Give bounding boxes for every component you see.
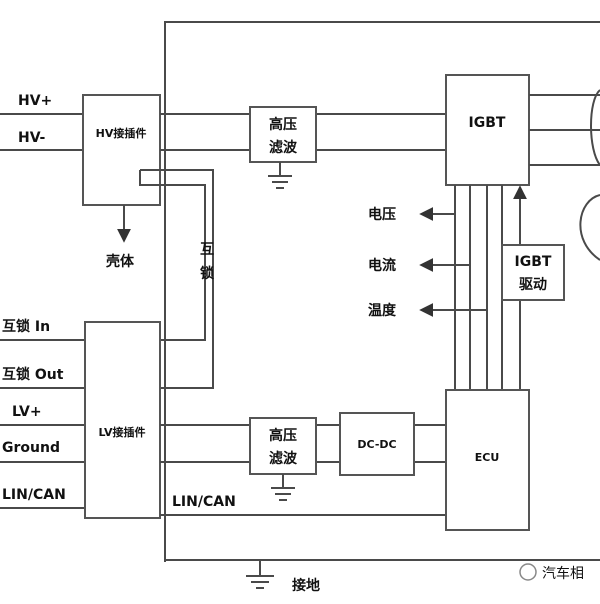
hv-filter-top-box (249, 106, 317, 163)
hv-connector-box (82, 94, 161, 206)
motor-arc-bottom (579, 194, 600, 261)
interlock-char-1: 互 (200, 242, 214, 258)
wechat-logo-icon (519, 563, 537, 581)
ecu-label: ECU (475, 451, 500, 464)
igbt-driver-box (501, 244, 565, 301)
hv-filter-bottom-line2: 滤波 (269, 450, 298, 467)
hv-neg-label: HV- (18, 130, 46, 146)
hv-filter-top-line2: 滤波 (269, 139, 298, 156)
igbt-label: IGBT (469, 115, 506, 131)
dcdc-box (339, 412, 415, 476)
interlock-out-label: 互锁 Out (2, 366, 64, 383)
temperature-label: 温度 (368, 302, 397, 319)
dcdc-label: DC-DC (357, 438, 396, 451)
lin-can-left-label: LIN/CAN (2, 487, 66, 503)
interlock-loop-outer (140, 169, 214, 389)
watermark-text: 汽车相 (542, 565, 584, 582)
hv-filter-bottom-line1: 高压 (269, 427, 297, 444)
igbt-driver-line2: 驱动 (519, 276, 547, 293)
earth-label: 接地 (292, 577, 320, 594)
hv-filter-top-line1: 高压 (269, 116, 297, 133)
lv-pos-label: LV+ (12, 404, 42, 420)
igbt-box (445, 74, 530, 186)
hv-pos-label: HV+ (18, 93, 52, 109)
lv-connector-box (84, 321, 161, 519)
lv-connector-label: LV接插件 (98, 425, 145, 439)
motor-arc-top (590, 89, 600, 166)
enclosure-line (164, 21, 600, 561)
interlock-char-2: 锁 (200, 265, 214, 282)
current-label: 电流 (368, 257, 396, 274)
shell-label: 壳体 (105, 253, 135, 270)
interlock-in-label: 互锁 In (2, 318, 50, 335)
voltage-label: 电压 (368, 206, 396, 223)
ecu-box (445, 389, 530, 531)
igbt-driver-line1: IGBT (515, 254, 552, 270)
lin-can-inner-label: LIN/CAN (172, 494, 236, 510)
ground-label: Ground (2, 440, 60, 456)
hv-connector-label: HV接插件 (96, 126, 147, 140)
